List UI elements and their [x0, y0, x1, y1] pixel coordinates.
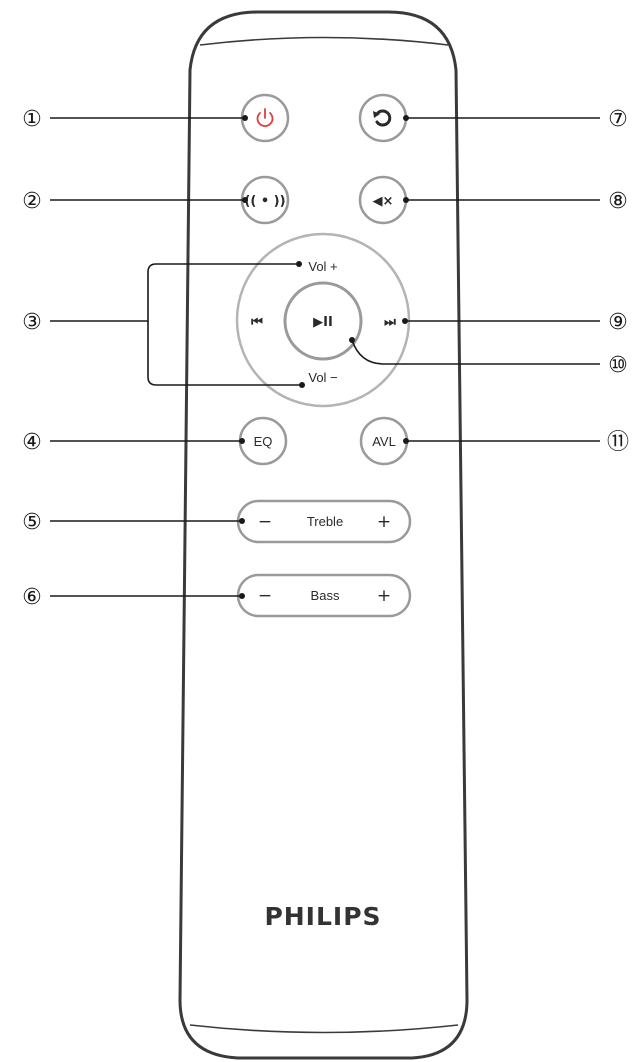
treble-label: Treble: [307, 514, 343, 529]
treble-minus[interactable]: −: [258, 512, 272, 532]
vol-down-label[interactable]: Vol −: [308, 370, 337, 385]
leader-lines: [50, 117, 600, 597]
play-pause-button[interactable]: ▶II: [283, 281, 363, 361]
bluetooth-pair-icon: (( • )): [244, 194, 285, 209]
bass-label: Bass: [311, 588, 340, 603]
power-button[interactable]: [240, 93, 290, 143]
previous-track-icon[interactable]: ⏮: [251, 315, 263, 330]
callout-11: ⑪: [607, 430, 629, 455]
power-icon: [256, 108, 274, 127]
source-button[interactable]: [358, 93, 408, 143]
next-track-icon[interactable]: ⏭: [384, 315, 396, 330]
callout-1: ①: [22, 107, 42, 132]
callout-3: ③: [22, 310, 42, 335]
callout-6: ⑥: [22, 585, 42, 610]
mute-button[interactable]: ◀×: [358, 175, 408, 225]
treble-button[interactable]: − Treble +: [236, 499, 412, 544]
eq-label: EQ: [254, 434, 273, 449]
callout-8: ⑧: [608, 189, 628, 214]
callout-4: ④: [22, 430, 42, 455]
bass-button[interactable]: − Bass +: [236, 573, 412, 618]
brand-logo-text: PHILIPS: [264, 902, 381, 931]
callout-9: ⑨: [608, 310, 628, 335]
eq-button[interactable]: EQ: [238, 416, 288, 466]
bass-plus[interactable]: +: [377, 586, 391, 606]
avl-button[interactable]: AVL: [359, 416, 409, 466]
source-loop-icon: [373, 109, 392, 127]
bluetooth-button[interactable]: (( • )): [240, 175, 290, 225]
mute-icon: ◀×: [373, 194, 394, 209]
play-pause-icon: ▶II: [313, 315, 333, 330]
callout-10: ⑩: [608, 353, 628, 378]
treble-plus[interactable]: +: [377, 512, 391, 532]
bass-minus[interactable]: −: [258, 586, 272, 606]
callouts: ① ② ③ ④ ⑤ ⑥ ⑦ ⑧ ⑨ ⑩ ⑪: [22, 107, 629, 610]
callout-5: ⑤: [22, 510, 42, 535]
avl-label: AVL: [372, 434, 396, 449]
leader-dots: [239, 115, 409, 599]
vol-up-label[interactable]: Vol +: [308, 259, 337, 274]
callout-7: ⑦: [608, 107, 628, 132]
callout-2: ②: [22, 189, 42, 214]
